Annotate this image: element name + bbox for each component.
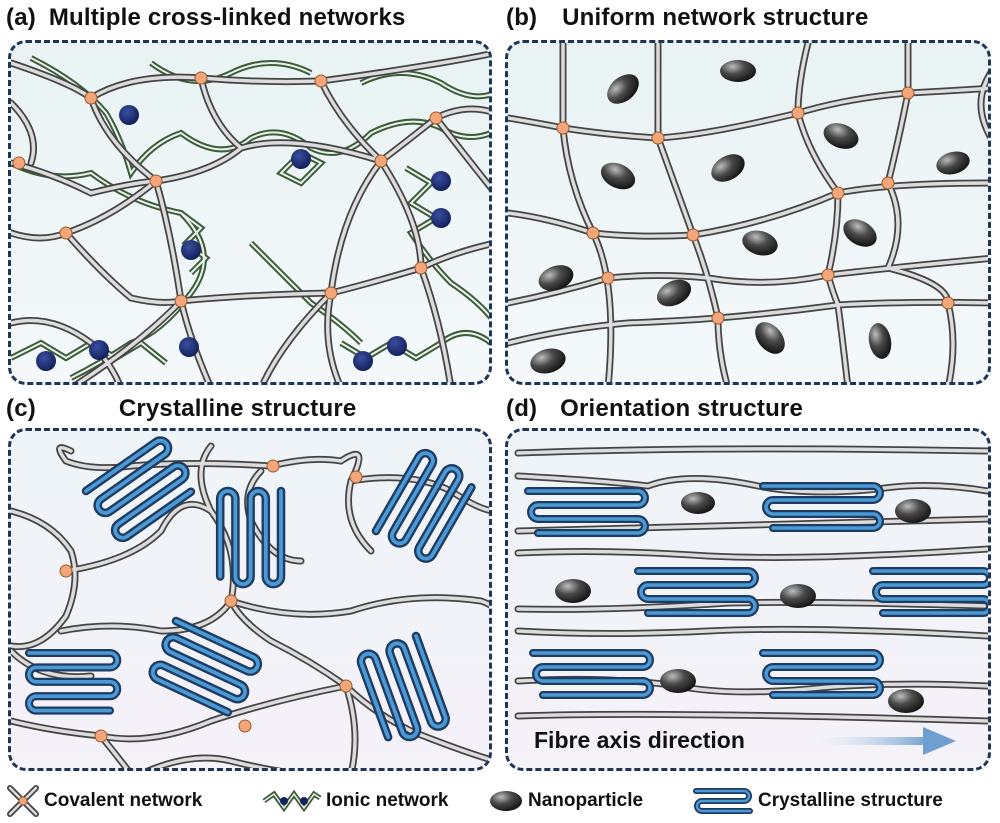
- nanoparticles: [530, 60, 970, 374]
- crystalline-structure-icon: [693, 787, 753, 814]
- panel-a-drawing: [11, 50, 489, 382]
- legend-ionic-label: Ionic network: [326, 789, 449, 811]
- panel-c-label: (c): [6, 395, 36, 422]
- panel-c-drawing: [11, 431, 489, 768]
- panel-d-label: (d): [506, 395, 538, 422]
- panel-a-multiple-networks: [8, 40, 492, 385]
- uniform-covalent-grid: [508, 43, 988, 382]
- crosslink-points: [12, 71, 443, 308]
- legend-ionic: Ionic network: [262, 778, 448, 823]
- panel-c-title: (c) Crystalline structure: [6, 395, 356, 423]
- legend-nanoparticle: Nanoparticle: [488, 778, 643, 823]
- fibre-axis-label: Fibre axis direction: [534, 727, 745, 753]
- panel-c-crystalline: [8, 428, 492, 771]
- covalent-network: [11, 50, 489, 382]
- panel-b-label: (b): [506, 4, 538, 31]
- legend-nanoparticle-label: Nanoparticle: [528, 789, 644, 811]
- oriented-nanoparticles: [555, 492, 931, 713]
- panel-b-uniform-network: [505, 40, 991, 385]
- crystalline-crosslinks: [59, 459, 363, 743]
- fibre-axis-arrow: [798, 727, 956, 755]
- panel-a-heading: Multiple cross-linked networks: [48, 4, 406, 31]
- panel-d-drawing: [514, 445, 988, 755]
- nanoparticle-icon: [490, 790, 522, 811]
- panel-b-drawing: [508, 43, 988, 382]
- legend: Covalent network Ionic network Nanoparti…: [0, 778, 1000, 823]
- panel-c-heading: Crystalline structure: [118, 395, 357, 422]
- legend-crystalline: Crystalline structure: [692, 778, 943, 823]
- ionic-network-icon: [262, 789, 322, 812]
- panel-b-title: (b) Uniform network structure: [506, 4, 869, 32]
- panel-d-orientation: Fibre axis direction: [505, 428, 991, 771]
- covalent-network-icon: [7, 784, 39, 817]
- panel-a-label: (a): [6, 4, 36, 31]
- ionic-network: [11, 55, 489, 381]
- panel-d-title: (d) Orientation structure: [506, 395, 803, 423]
- uniform-crosslinks: [556, 86, 955, 325]
- panel-a-title: (a) Multiple cross-linked networks: [6, 4, 406, 32]
- ions: [36, 105, 451, 371]
- legend-covalent: Covalent network: [6, 778, 202, 823]
- legend-crystalline-label: Crystalline structure: [758, 789, 943, 811]
- legend-covalent-label: Covalent network: [44, 789, 203, 811]
- panel-b-heading: Uniform network structure: [562, 4, 869, 31]
- panel-d-heading: Orientation structure: [560, 395, 804, 422]
